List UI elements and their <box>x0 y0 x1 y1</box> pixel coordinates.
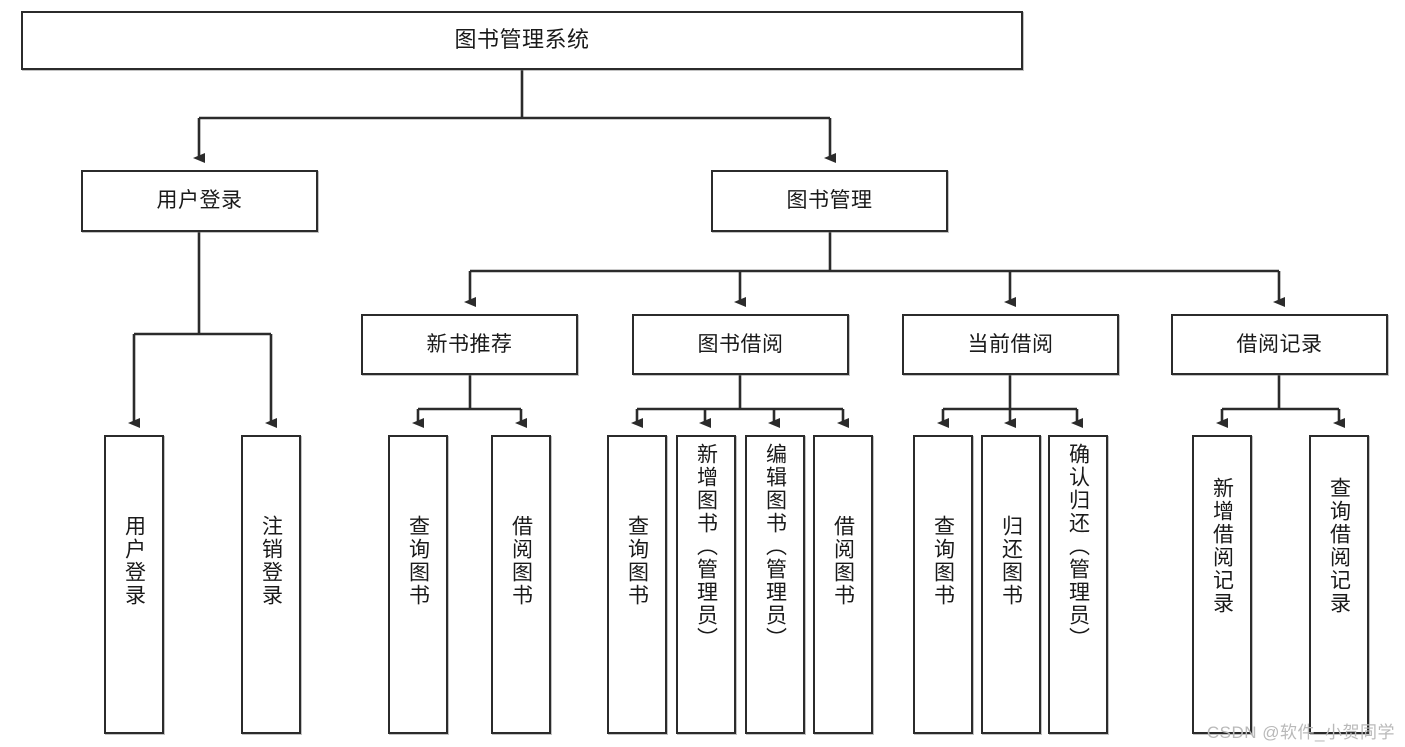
leaf-edit-book[interactable]: 编辑图书（管理员） <box>745 435 805 734</box>
node-label: 查询图书 <box>931 515 955 607</box>
leaf-confirm-return[interactable]: 确认归还（管理员） <box>1048 435 1108 734</box>
node-label: 新增图书（管理员） <box>694 443 718 650</box>
node-label: 当前借阅 <box>967 332 1054 356</box>
node-label: 查询图书 <box>625 515 649 607</box>
node-label: 注销登录 <box>259 515 283 607</box>
node-label: 查询图书 <box>406 515 430 607</box>
watermark: CSDN @软件_小贺同学 <box>1206 723 1395 742</box>
node-label: 图书借阅 <box>697 332 784 356</box>
node-label: 新书推荐 <box>426 332 513 356</box>
node-label: 图书管理系统 <box>454 27 590 53</box>
node-label: 新增借阅记录 <box>1210 477 1234 615</box>
leaf-query-book-recommend[interactable]: 查询图书 <box>388 435 448 734</box>
node-label: 归还图书 <box>999 515 1023 607</box>
node-user-login[interactable]: 用户登录 <box>81 170 318 232</box>
node-label: 确认归还（管理员） <box>1066 443 1090 650</box>
leaf-query-borrow-record[interactable]: 查询借阅记录 <box>1309 435 1369 734</box>
node-label: 用户登录 <box>156 189 243 213</box>
node-book-manage[interactable]: 图书管理 <box>711 170 948 232</box>
leaf-return-book[interactable]: 归还图书 <box>981 435 1041 734</box>
leaf-add-borrow-record[interactable]: 新增借阅记录 <box>1192 435 1252 734</box>
node-label: 编辑图书（管理员） <box>763 443 787 650</box>
node-book-borrow[interactable]: 图书借阅 <box>632 314 849 375</box>
node-label: 借阅图书 <box>509 515 533 607</box>
node-label: 查询借阅记录 <box>1327 477 1351 615</box>
leaf-add-book[interactable]: 新增图书（管理员） <box>676 435 736 734</box>
node-label: 用户登录 <box>122 515 146 607</box>
node-label: 借阅图书 <box>831 515 855 607</box>
leaf-user-login[interactable]: 用户登录 <box>104 435 164 734</box>
node-current-borrow[interactable]: 当前借阅 <box>902 314 1119 375</box>
leaf-borrow-book[interactable]: 借阅图书 <box>813 435 873 734</box>
leaf-logout-login[interactable]: 注销登录 <box>241 435 301 734</box>
leaf-query-book-borrow[interactable]: 查询图书 <box>607 435 667 734</box>
node-label: 图书管理 <box>786 189 873 213</box>
node-new-book-recommend[interactable]: 新书推荐 <box>361 314 578 375</box>
node-borrow-record[interactable]: 借阅记录 <box>1171 314 1388 375</box>
node-root-book-management-system[interactable]: 图书管理系统 <box>21 11 1023 70</box>
node-label: 借阅记录 <box>1236 332 1323 356</box>
leaf-query-book-current[interactable]: 查询图书 <box>913 435 973 734</box>
leaf-borrow-book-recommend[interactable]: 借阅图书 <box>491 435 551 734</box>
